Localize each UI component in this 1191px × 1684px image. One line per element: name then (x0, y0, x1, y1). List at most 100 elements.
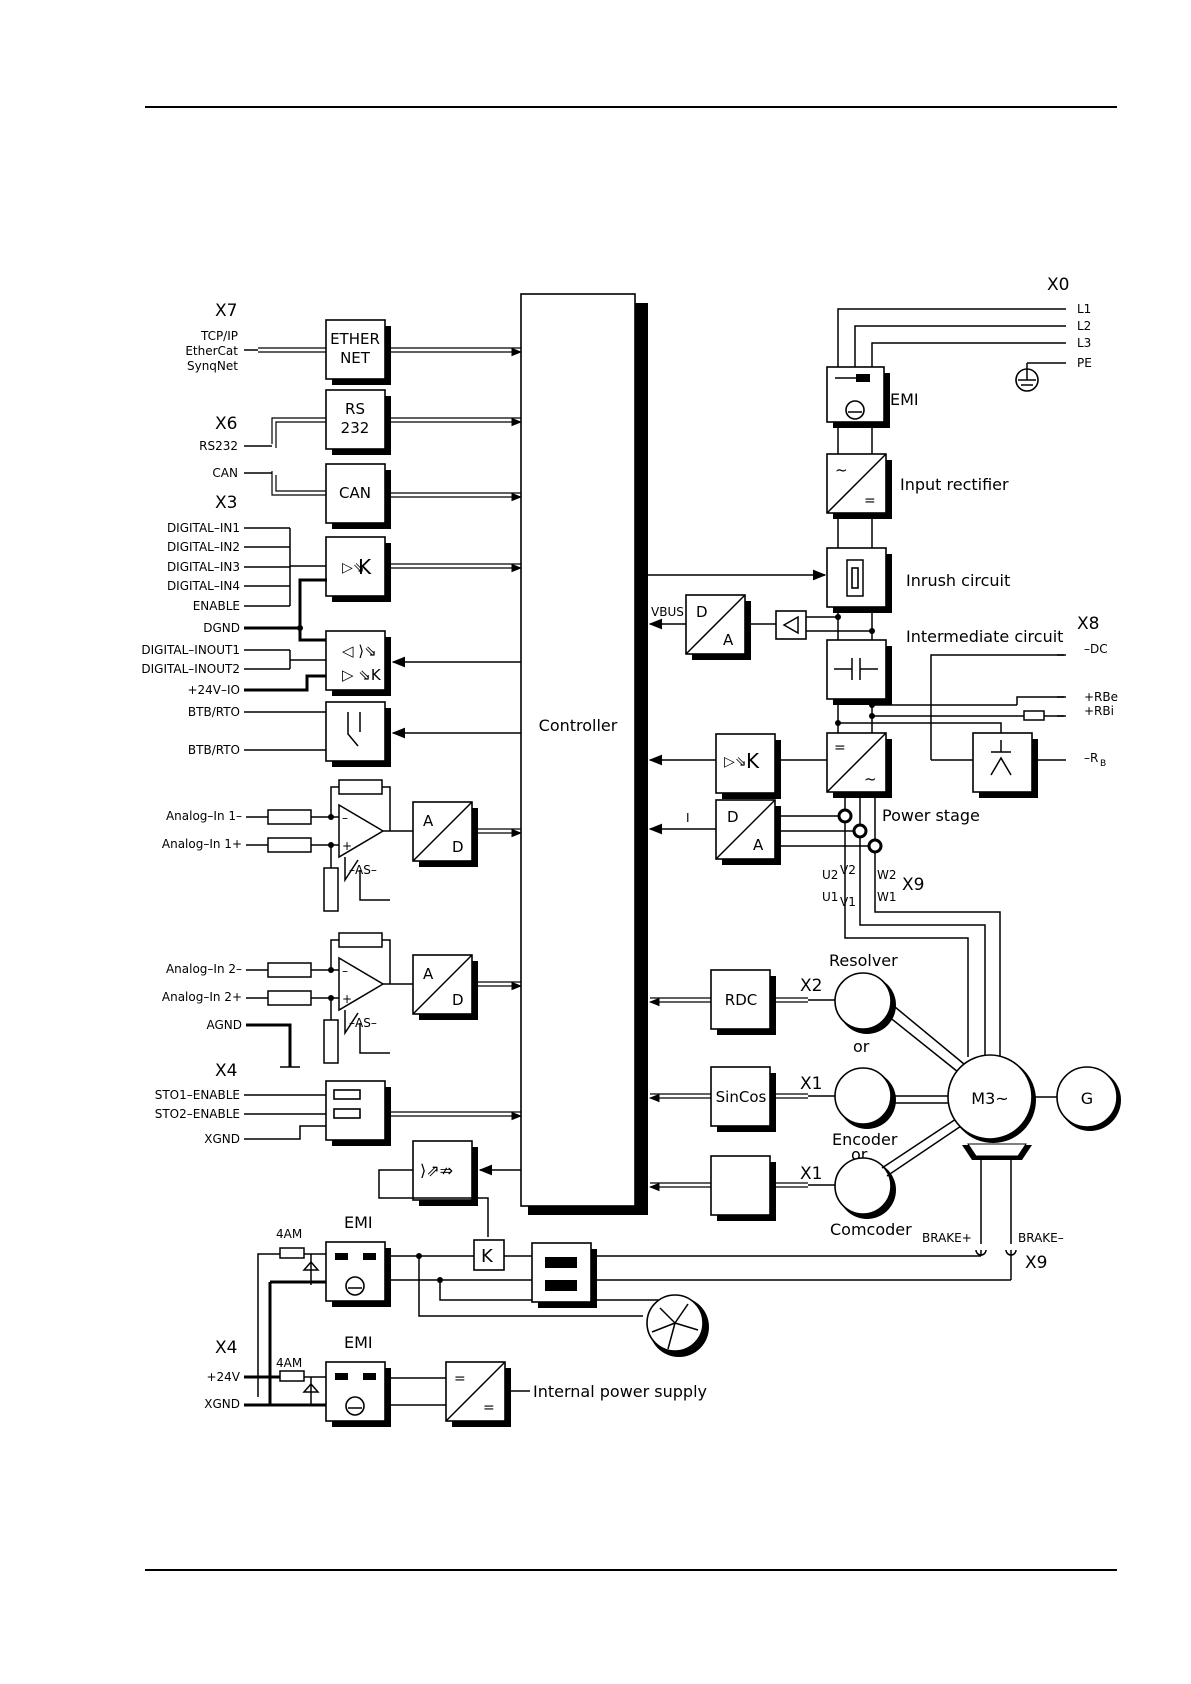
label-tcpip: TCP/IP (200, 329, 238, 343)
svg-text:+24V–IO: +24V–IO (187, 683, 240, 697)
svg-text:D: D (452, 838, 464, 856)
svg-text:▷⇘: ▷⇘ (342, 560, 365, 576)
svg-text:232: 232 (341, 419, 370, 437)
connector-x9-brake: X9 (1025, 1253, 1047, 1273)
comcoder-interface-block (710, 1155, 776, 1221)
buffer-amp (775, 610, 807, 640)
svg-text:RS: RS (345, 400, 365, 418)
svg-text:B: B (1100, 759, 1106, 769)
svg-text:⟩⇗⇏: ⟩⇗⇏ (420, 1161, 453, 1180)
svg-text:▷⇘: ▷⇘ (724, 754, 747, 770)
svg-text:DIGITAL–INOUT1: DIGITAL–INOUT1 (141, 643, 240, 657)
resolver (834, 972, 896, 1034)
svg-text:AGND: AGND (206, 1018, 242, 1032)
emi-filter-2 (325, 1361, 391, 1427)
rdc-block: RDC (710, 969, 776, 1035)
svg-text:BRAKE–: BRAKE– (1018, 1231, 1064, 1245)
btb-relay-block (325, 701, 391, 767)
connector-x1-comcoder: X1 (800, 1164, 822, 1184)
svg-text:W1: W1 (877, 890, 897, 904)
connector-x1-encoder: X1 (800, 1074, 822, 1094)
motor: M3~ (947, 1054, 1036, 1143)
connector-x6: X6 (215, 414, 237, 434)
connector-x8: X8 (1077, 614, 1099, 634)
internal-power-supply-label: Internal power supply (533, 1382, 707, 1401)
label-ethercat: EtherCat (185, 344, 238, 358)
svg-text:=: = (454, 1371, 466, 1387)
svg-text:L3: L3 (1077, 336, 1091, 350)
svg-text:DIGITAL–IN2: DIGITAL–IN2 (167, 540, 240, 554)
connector-x3: X3 (215, 493, 237, 513)
fan-icon (646, 1294, 709, 1357)
encoder (834, 1067, 896, 1129)
svg-text:STO1–ENABLE: STO1–ENABLE (155, 1088, 240, 1102)
connector-x2: X2 (800, 976, 822, 996)
svg-text:D: D (696, 603, 708, 621)
svg-text:V1: V1 (840, 895, 856, 909)
svg-text:BTB/RTO: BTB/RTO (188, 705, 240, 719)
svg-text:–: – (342, 811, 348, 825)
svg-text:DIGITAL–IN3: DIGITAL–IN3 (167, 560, 240, 574)
svg-text:PE: PE (1077, 356, 1092, 370)
svg-text:L1: L1 (1077, 302, 1091, 316)
connector-x4-power: X4 (215, 1338, 237, 1358)
inrush-circuit-block (826, 547, 892, 613)
connector-x9-motor: X9 (902, 875, 924, 895)
power-stage-block: =~ (826, 732, 892, 798)
pe-ground-icon (1015, 363, 1039, 392)
motor-brake (962, 1143, 1032, 1160)
resolver-label: Resolver (829, 951, 898, 970)
svg-text:U1: U1 (822, 890, 838, 904)
svg-text:ENABLE: ENABLE (193, 599, 240, 613)
svg-text:4AM: 4AM (276, 1356, 302, 1370)
controller-block: Controller (520, 293, 648, 1215)
svg-text:DIGITAL–IN1: DIGITAL–IN1 (167, 521, 240, 535)
svg-text:U2: U2 (822, 868, 838, 882)
brake-driver-block (531, 1242, 597, 1308)
svg-text:RDC: RDC (725, 991, 757, 1009)
svg-text:Analog–In 1–: Analog–In 1– (166, 809, 242, 823)
power-stage-label: Power stage (882, 806, 980, 825)
svg-text:DIGITAL–INOUT2: DIGITAL–INOUT2 (141, 662, 240, 676)
ethernet-block: ETHER NET (325, 319, 391, 385)
svg-text:V2: V2 (840, 863, 856, 877)
svg-text:BTB/RTO: BTB/RTO (188, 743, 240, 757)
svg-text:K: K (481, 1246, 494, 1267)
svg-text:~: ~ (864, 770, 877, 788)
svg-text:ETHER: ETHER (330, 330, 380, 348)
inrush-circuit-label: Inrush circuit (906, 571, 1010, 590)
brake-opto-block: ⟩⇗⇏ (412, 1140, 478, 1206)
svg-text:DGND: DGND (203, 621, 240, 635)
svg-text:–AS–: –AS– (349, 863, 377, 877)
brake-relay: K (473, 1239, 505, 1271)
vbus-dac-block: D A (685, 594, 751, 660)
connector-x7: X7 (215, 301, 237, 321)
svg-text:=: = (834, 740, 846, 756)
svg-text:CAN: CAN (339, 484, 371, 502)
comcoder-label: Comcoder (830, 1220, 912, 1239)
intermediate-circuit-label: Intermediate circuit (906, 627, 1063, 646)
svg-text:L2: L2 (1077, 319, 1091, 333)
brake-chopper-block (972, 732, 1038, 798)
svg-text:DIGITAL–IN4: DIGITAL–IN4 (167, 579, 240, 593)
svg-text:VBUS: VBUS (651, 605, 684, 619)
svg-text:A: A (423, 812, 434, 830)
input-rectifier-block: ~= (826, 453, 892, 519)
svg-text:=: = (483, 1400, 495, 1416)
svg-text:▷ ⇘K: ▷ ⇘K (342, 666, 382, 684)
svg-text:~: ~ (835, 461, 848, 479)
svg-text:A: A (723, 631, 734, 649)
label-rs232: RS232 (199, 439, 238, 453)
svg-text:A: A (753, 836, 764, 854)
controller-label: Controller (539, 716, 618, 735)
input-rectifier-label: Input rectifier (900, 475, 1009, 494)
adc2-block: A D (412, 954, 478, 1020)
svg-text:–DC: –DC (1084, 642, 1108, 656)
svg-text:+: + (342, 839, 352, 853)
emi-mains-label: EMI (890, 390, 919, 409)
svg-text:BRAKE+: BRAKE+ (922, 1231, 972, 1245)
svg-text:+24V: +24V (206, 1370, 240, 1384)
svg-text:XGND: XGND (204, 1132, 240, 1146)
svg-text:–R: –R (1084, 751, 1098, 765)
